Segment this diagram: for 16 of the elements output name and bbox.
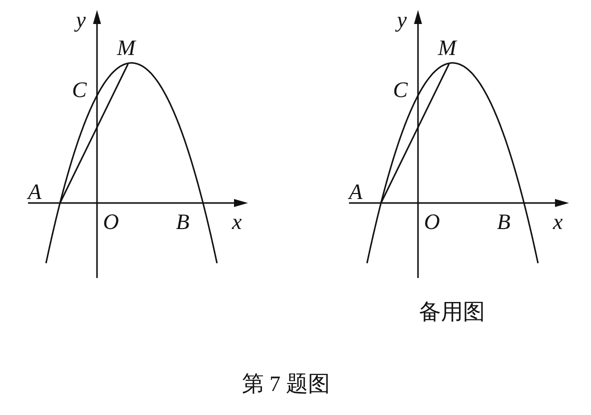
point-label: B [176, 210, 190, 234]
point-label: C [72, 78, 87, 102]
point-label: C [393, 78, 408, 102]
axis-label: x [232, 210, 242, 234]
axis-label: x [553, 210, 563, 234]
point-label: A [349, 180, 362, 204]
axis-label: y [397, 8, 407, 32]
point-label: M [117, 36, 136, 60]
axis-label: y [76, 8, 86, 32]
point-label: O [424, 210, 440, 234]
caption: 第 7 题图 [242, 372, 330, 396]
point-label: M [438, 36, 456, 60]
point-label: A [28, 180, 42, 204]
figure-label: 备用图 [419, 300, 485, 324]
point-label: B [497, 210, 510, 234]
point-label: O [103, 210, 119, 234]
